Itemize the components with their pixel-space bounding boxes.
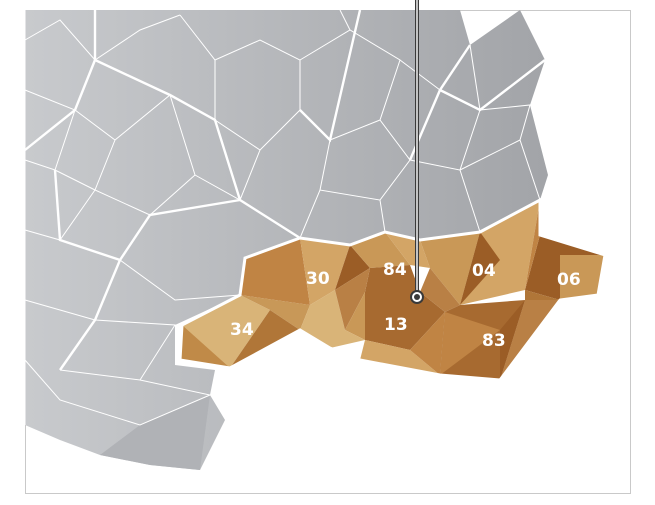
department-label-34: 34 bbox=[230, 320, 254, 340]
background-region bbox=[100, 395, 210, 470]
department-34[interactable] bbox=[180, 295, 310, 368]
location-pin-icon[interactable] bbox=[410, 0, 424, 304]
highlighted-departments bbox=[178, 197, 607, 382]
department-label-84: 84 bbox=[383, 260, 407, 280]
department-label-04: 04 bbox=[472, 261, 496, 281]
department-labels: 34 30 84 13 04 83 06 bbox=[230, 260, 581, 351]
department-04[interactable] bbox=[420, 200, 540, 312]
region-borders bbox=[24, 9, 546, 371]
department-label-06: 06 bbox=[557, 270, 581, 290]
department-label-30: 30 bbox=[306, 269, 330, 289]
department-label-83: 83 bbox=[482, 331, 506, 351]
department-label-13: 13 bbox=[384, 315, 408, 335]
highlight-outline bbox=[178, 197, 607, 382]
department-06[interactable] bbox=[525, 200, 605, 300]
department-13[interactable] bbox=[300, 292, 445, 375]
